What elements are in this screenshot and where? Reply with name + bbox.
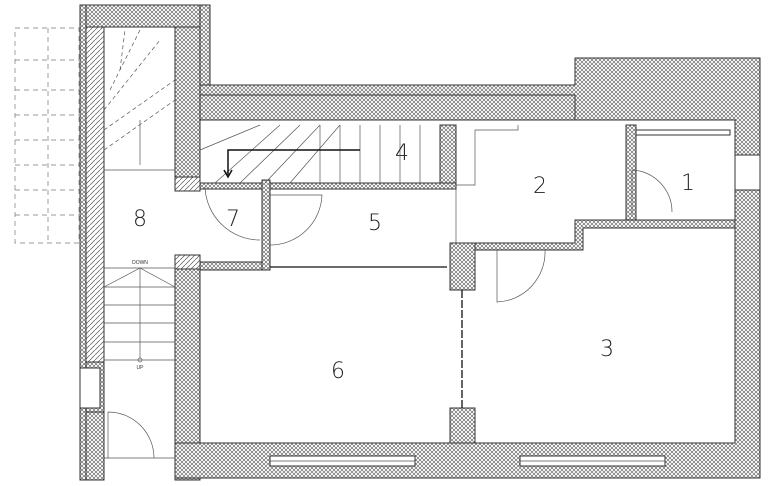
room-label-1: 1 — [681, 171, 695, 196]
exterior-stair-outline — [14, 27, 80, 244]
room-label-8: 8 — [133, 207, 147, 232]
windows — [79, 129, 731, 467]
room-label-4: 4 — [395, 141, 409, 166]
room-label-5: 5 — [368, 211, 382, 236]
main-stairs — [199, 124, 519, 186]
stair-down-label: DOWN — [132, 260, 148, 266]
main-walls — [174, 57, 761, 479]
stair-tower-walls — [79, 4, 211, 481]
room-label-3: 3 — [600, 337, 614, 362]
tower-stairs — [103, 29, 176, 459]
stair-up-label: UP — [137, 365, 145, 371]
room-label-2: 2 — [533, 174, 547, 199]
doors — [204, 169, 673, 408]
room-label-6: 6 — [331, 359, 345, 384]
room-label-7: 7 — [226, 207, 240, 232]
